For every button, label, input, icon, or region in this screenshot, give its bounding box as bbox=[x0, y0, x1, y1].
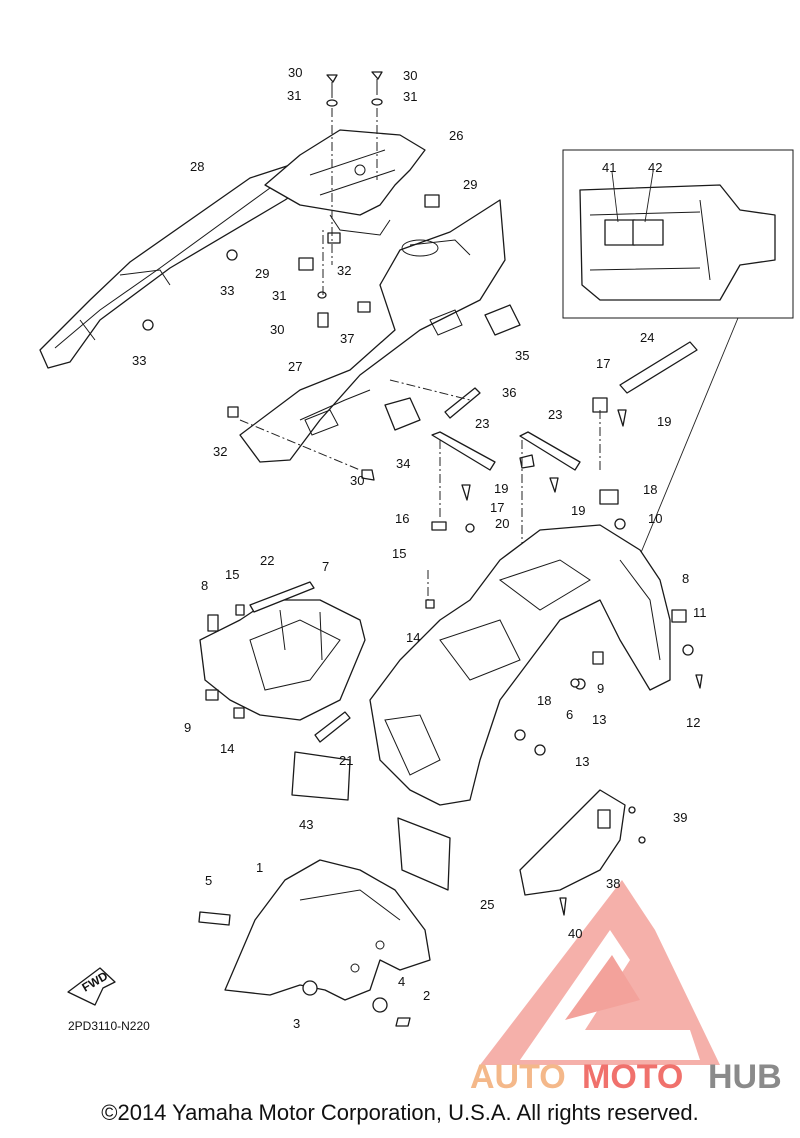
callout-31: 31 bbox=[287, 88, 301, 103]
callout-9-2: 9 bbox=[184, 720, 191, 735]
fasteners-mid bbox=[205, 599, 703, 756]
callout-33: 33 bbox=[220, 283, 234, 298]
callout-4: 4 bbox=[398, 974, 405, 989]
callout-40: 40 bbox=[568, 926, 582, 941]
callout-12: 12 bbox=[686, 715, 700, 730]
callout-14-2: 14 bbox=[220, 741, 234, 756]
callout-25: 25 bbox=[480, 897, 494, 912]
callout-19-2: 19 bbox=[494, 481, 508, 496]
part-26-upper-frame bbox=[264, 129, 426, 236]
callout-26: 26 bbox=[449, 128, 463, 143]
callout-36: 36 bbox=[502, 385, 516, 400]
callout-17-2: 17 bbox=[490, 500, 504, 515]
callout-15: 15 bbox=[392, 546, 406, 561]
straps bbox=[431, 341, 698, 533]
part-34-seal bbox=[384, 397, 421, 431]
callout-20: 20 bbox=[495, 516, 509, 531]
callout-30-4: 30 bbox=[350, 473, 364, 488]
part-43-reflector bbox=[291, 751, 351, 801]
callout-41: 41 bbox=[602, 160, 616, 175]
callout-14: 14 bbox=[406, 630, 420, 645]
watermark-hub: HUB bbox=[708, 1058, 782, 1096]
callout-13-2: 13 bbox=[575, 754, 589, 769]
callout-2: 2 bbox=[423, 988, 430, 1003]
callout-5: 5 bbox=[205, 873, 212, 888]
inset-detail bbox=[562, 149, 794, 556]
callout-30-2: 30 bbox=[403, 68, 417, 83]
fwd-arrow: FWD bbox=[67, 967, 116, 1006]
part-code: 2PD3110-N220 bbox=[68, 1019, 150, 1033]
callout-24: 24 bbox=[640, 330, 654, 345]
callout-37: 37 bbox=[340, 331, 354, 346]
callout-7: 7 bbox=[322, 559, 329, 574]
callout-16: 16 bbox=[395, 511, 409, 526]
callout-29: 29 bbox=[463, 177, 477, 192]
callout-31-2: 31 bbox=[403, 89, 417, 104]
callout-8-2: 8 bbox=[682, 571, 689, 586]
callout-9: 9 bbox=[597, 681, 604, 696]
part-7-battery-box bbox=[199, 581, 366, 743]
callout-33-2: 33 bbox=[132, 353, 146, 368]
part-28-side-cover bbox=[39, 164, 301, 369]
callout-1: 1 bbox=[256, 860, 263, 875]
part-27-rear-cowl bbox=[239, 199, 506, 463]
part-35-seal bbox=[484, 304, 521, 336]
callout-30: 30 bbox=[288, 65, 302, 80]
callout-18: 18 bbox=[643, 482, 657, 497]
automotohub-logo: AUTO MOTO HUB bbox=[470, 880, 782, 1096]
callout-13: 13 bbox=[592, 712, 606, 727]
callout-23-2: 23 bbox=[548, 407, 562, 422]
part-6-rear-fender bbox=[369, 524, 671, 806]
part-1-front-fender bbox=[198, 859, 431, 1027]
callout-39: 39 bbox=[673, 810, 687, 825]
callout-23: 23 bbox=[475, 416, 489, 431]
callout-31-3: 31 bbox=[272, 288, 286, 303]
callout-15-2: 15 bbox=[225, 567, 239, 582]
callout-28: 28 bbox=[190, 159, 204, 174]
assembly-lines-upper bbox=[239, 108, 471, 471]
callout-18-2: 18 bbox=[537, 693, 551, 708]
callout-27: 27 bbox=[288, 359, 302, 374]
fasteners-upper bbox=[142, 71, 440, 481]
copyright-notice: ©2014 Yamaha Motor Corporation, U.S.A. A… bbox=[101, 1100, 699, 1125]
watermark-auto: AUTO bbox=[470, 1058, 566, 1096]
callout-10: 10 bbox=[648, 511, 662, 526]
watermark-moto: MOTO bbox=[582, 1058, 683, 1096]
callout-19-3: 19 bbox=[571, 503, 585, 518]
callout-21: 21 bbox=[339, 753, 353, 768]
callout-32: 32 bbox=[337, 263, 351, 278]
callout-3: 3 bbox=[293, 1016, 300, 1031]
callout-38: 38 bbox=[606, 876, 620, 891]
callout-43: 43 bbox=[299, 817, 313, 832]
part-36-stay bbox=[444, 387, 481, 419]
callout-6: 6 bbox=[566, 707, 573, 722]
callout-32-2: 32 bbox=[213, 444, 227, 459]
callout-22: 22 bbox=[260, 553, 274, 568]
callout-8: 8 bbox=[201, 578, 208, 593]
callout-42: 42 bbox=[648, 160, 662, 175]
callout-30-3: 30 bbox=[270, 322, 284, 337]
part-25-mud-flap bbox=[397, 817, 451, 891]
callout-29-2: 29 bbox=[255, 266, 269, 281]
callout-11: 11 bbox=[693, 605, 707, 620]
callout-19: 19 bbox=[657, 414, 671, 429]
callout-35: 35 bbox=[515, 348, 529, 363]
callout-17: 17 bbox=[596, 356, 610, 371]
callout-34: 34 bbox=[396, 456, 410, 471]
assembly-lines-mid bbox=[427, 410, 601, 600]
part-38-bracket bbox=[519, 789, 646, 916]
